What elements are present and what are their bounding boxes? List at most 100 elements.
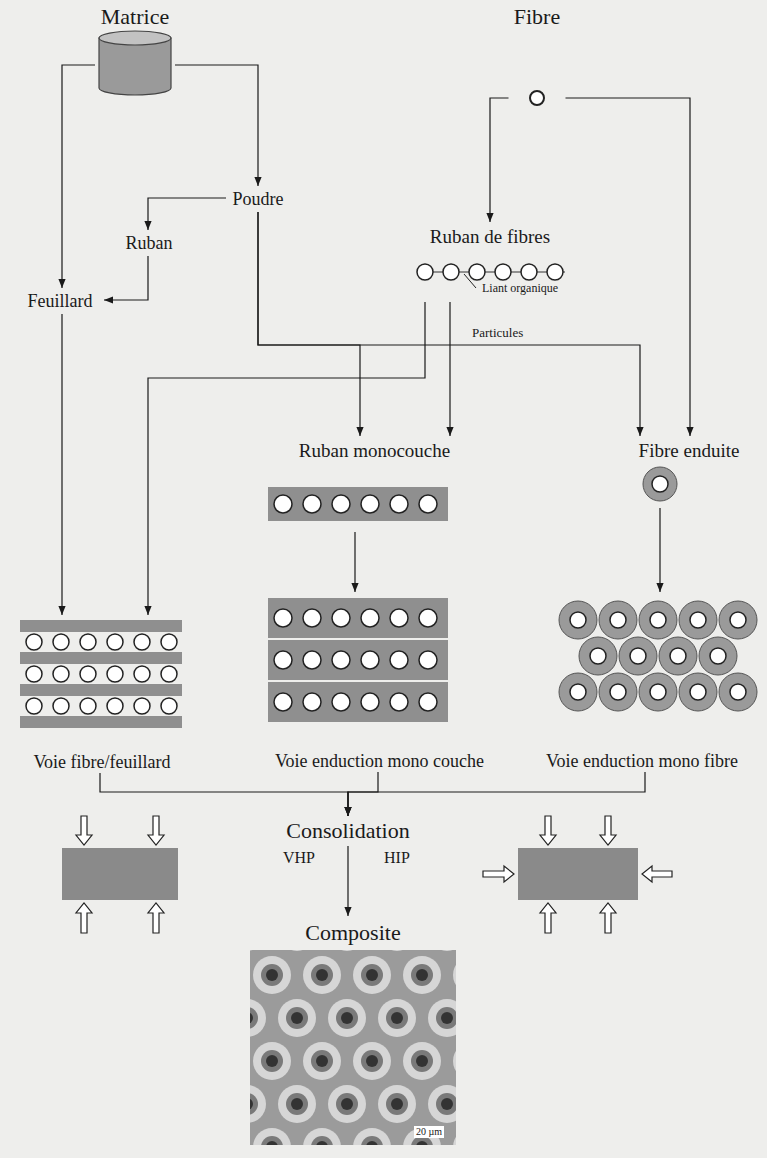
node-label: Composite	[305, 920, 400, 945]
monolayer-tape	[268, 487, 448, 521]
flow-arrow	[100, 773, 348, 816]
flow-arrow	[566, 98, 691, 436]
fibre	[690, 684, 706, 700]
node-label: Ruban	[126, 233, 173, 254]
node-label: Voie enduction mono fibre	[546, 751, 738, 772]
coating	[659, 637, 697, 675]
pressure-arrow	[483, 866, 514, 882]
fibre	[53, 698, 69, 714]
node-label: Poudre	[233, 189, 284, 210]
pressed-block	[518, 848, 638, 900]
flow-arrow	[104, 256, 148, 300]
flow-arrow	[175, 65, 258, 186]
fibre	[134, 666, 150, 682]
foil	[20, 620, 182, 632]
fibre	[26, 634, 42, 650]
pressure-arrow	[76, 903, 92, 933]
fibre	[134, 698, 150, 714]
coating	[639, 601, 677, 639]
fibre	[80, 698, 96, 714]
composite-micrograph	[250, 950, 456, 1145]
node-label: Fibre enduite	[639, 440, 740, 462]
process-node: Voie enduction mono couche	[262, 592, 497, 772]
process-node: Feuillard	[16, 288, 104, 314]
fibre	[361, 495, 379, 513]
process-node: Fibre	[509, 4, 566, 108]
fibre	[650, 684, 666, 700]
fibre	[495, 264, 511, 280]
flow-arrow	[347, 846, 348, 916]
fibre	[107, 634, 123, 650]
fibre	[390, 651, 408, 669]
flow-arrow	[62, 65, 95, 288]
coating	[679, 601, 717, 639]
node-label: Ruban monocouche	[299, 440, 450, 462]
flow-arrow	[148, 198, 226, 230]
node-label: Feuillard	[28, 291, 93, 312]
foil	[20, 684, 182, 696]
fibre	[547, 264, 563, 280]
pressure-arrow	[600, 816, 616, 845]
fibre	[417, 264, 433, 280]
fibre	[303, 651, 321, 669]
node-label: Consolidation	[286, 818, 409, 843]
coating	[599, 601, 637, 639]
fibre	[332, 693, 350, 711]
fibre	[469, 264, 485, 280]
coating	[619, 637, 657, 675]
fibre	[730, 612, 746, 628]
fibre	[419, 609, 437, 627]
fibre	[26, 666, 42, 682]
fibre	[332, 651, 350, 669]
fibre	[107, 666, 123, 682]
fibre	[390, 609, 408, 627]
pressure-arrow	[540, 903, 556, 933]
fibre	[690, 612, 706, 628]
fibre	[274, 495, 292, 513]
process-node: Composite	[245, 916, 461, 1148]
coating	[719, 673, 757, 711]
fibre-symbol	[530, 91, 544, 105]
fibre	[610, 612, 626, 628]
process-node: Voie fibre/feuillard	[16, 615, 188, 773]
foil	[20, 716, 182, 728]
coating	[599, 673, 637, 711]
fibre	[610, 684, 626, 700]
process-node: Ruban	[120, 230, 178, 256]
foil	[20, 652, 182, 664]
node-label: Fibre	[514, 4, 560, 29]
flow-arrow	[258, 212, 360, 436]
matrix-band	[268, 487, 448, 521]
pressure-arrow	[76, 816, 92, 845]
pressure-arrow	[642, 866, 672, 882]
press-uniaxial	[62, 816, 178, 933]
press-isostatic	[483, 816, 672, 933]
flow-arrow	[354, 532, 355, 592]
leader-line	[464, 274, 476, 288]
fibre	[390, 693, 408, 711]
node-label: Voie fibre/feuillard	[33, 752, 170, 773]
matrix-band	[268, 640, 448, 680]
fibre	[53, 634, 69, 650]
cylinder-body	[99, 38, 171, 95]
fibre	[303, 609, 321, 627]
matrix-band	[268, 682, 448, 722]
fibre	[161, 634, 177, 650]
callout-label: 20 µm	[414, 1126, 444, 1138]
coating	[699, 637, 737, 675]
callout-label: VHP	[281, 849, 317, 867]
fibre	[730, 684, 746, 700]
fibre	[419, 495, 437, 513]
fibre-tape	[417, 264, 565, 280]
coating	[639, 673, 677, 711]
edge-label: Particules	[470, 326, 525, 341]
pressure-arrow	[600, 903, 616, 933]
matrix-cylinder	[99, 31, 171, 95]
fibre	[652, 476, 668, 492]
flow-arrow	[61, 314, 62, 615]
pressure-arrow	[148, 903, 164, 933]
pressed-block	[62, 848, 178, 900]
callout-label: Liant organique	[480, 282, 560, 296]
